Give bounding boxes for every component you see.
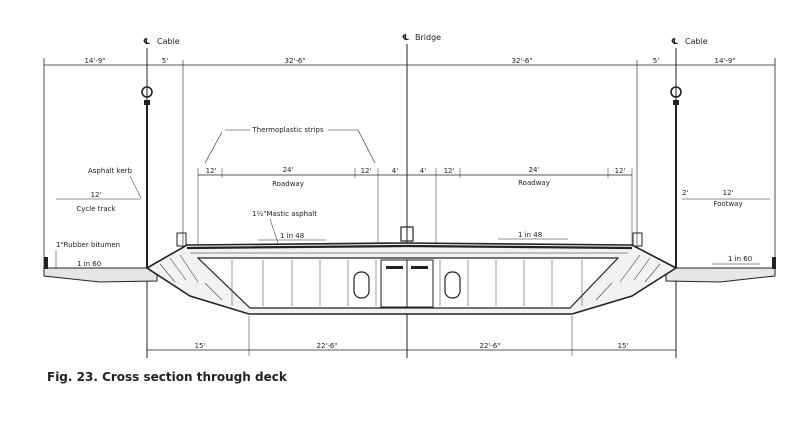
bottom-dimension-labels: 15' 22'-6" 22'-6" 15' — [195, 342, 629, 350]
top-dimension-line — [43, 58, 776, 272]
top-dimension-labels: 14'-9" 5' 32'-6" 32'-6" 5' 14'-9" — [84, 57, 735, 65]
label-thermoplastic: Thermoplastic strips — [251, 126, 324, 134]
label-asphalt-kerb: Asphalt kerb — [88, 167, 133, 175]
centerline-bridge: ℄ Bridge — [402, 33, 441, 42]
dim-label: 5' — [162, 57, 168, 65]
centerline-label-cable-right: Cable — [685, 37, 708, 46]
dim-label: 12' — [361, 167, 372, 175]
dim-label: 4' — [392, 167, 398, 175]
deck-section — [43, 226, 776, 315]
centerline-symbol: ℄ — [143, 37, 150, 46]
centerline-cable-left: ℄ Cable — [143, 37, 180, 46]
right-annotations: 2' 12' Footway 1 in 60 — [682, 189, 770, 265]
centerline-label-bridge: Bridge — [415, 33, 441, 42]
label-cycle-width: 12' — [91, 191, 102, 199]
label-footway-width: 12' — [723, 189, 734, 197]
centerline-label-cable-left: Cable — [157, 37, 180, 46]
figure-caption: Fig. 23. Cross section through deck — [47, 370, 287, 384]
centerline-symbol: ℄ — [671, 37, 678, 46]
dim-label: 4' — [420, 167, 426, 175]
label-roadway-right: Roadway — [518, 179, 550, 187]
label-cycle-track: Cycle track — [76, 205, 116, 213]
label-roadway-left: Roadway — [272, 180, 304, 188]
dim-label: 5' — [653, 57, 659, 65]
dim-label: 12' — [444, 167, 455, 175]
dim-label: 14'-9" — [84, 57, 105, 65]
lane-dimension-line — [197, 168, 633, 248]
left-annotations: Asphalt kerb 12' Cycle track 1"Rubber bi… — [55, 167, 142, 269]
centerline-cable-right: ℄ Cable — [671, 37, 708, 46]
label-mastic-asphalt: 1½"Mastic asphalt — [252, 210, 317, 218]
label-slope-deck-right: 1 in 48 — [518, 231, 542, 239]
label-slope-left: 1 in 60 — [77, 260, 101, 268]
label-slope-right: 1 in 60 — [728, 255, 752, 263]
dim-label: 24' — [529, 166, 540, 174]
dim-label: 15' — [195, 342, 206, 350]
dim-label: 14'-9" — [714, 57, 735, 65]
thermoplastic-strips-callout: Thermoplastic strips — [204, 126, 376, 164]
label-slope-deck-left: 1 in 48 — [280, 232, 304, 240]
lane-dimension-labels: 12' 24' 12' 4' 4' 12' 24' 12' — [206, 166, 626, 175]
dim-label: 12' — [206, 167, 217, 175]
dim-label: 22'-6" — [316, 342, 337, 350]
lamp-column-left — [141, 86, 153, 268]
dim-label: 22'-6" — [479, 342, 500, 350]
label-footway-offset: 2' — [682, 189, 688, 197]
dim-label: 32'-6" — [511, 57, 532, 65]
dim-label: 15' — [618, 342, 629, 350]
bottom-dimension-line — [147, 316, 676, 356]
label-rubber-bitumen: 1"Rubber bitumen — [56, 241, 120, 249]
label-footway: Footway — [713, 200, 742, 208]
dim-label: 12' — [615, 167, 626, 175]
lamp-column-right — [670, 86, 682, 268]
dim-label: 32'-6" — [284, 57, 305, 65]
dim-label: 24' — [283, 166, 294, 174]
centerline-symbol: ℄ — [402, 33, 409, 42]
